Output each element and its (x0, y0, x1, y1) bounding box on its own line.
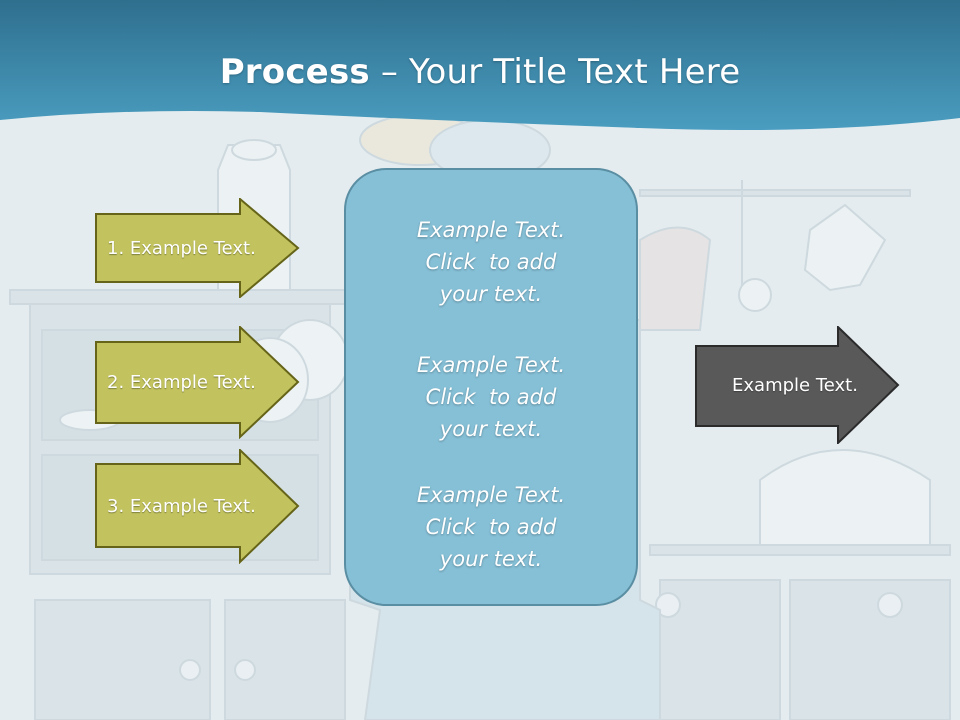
input-arrow-2[interactable]: 2. Example Text. (95, 326, 300, 439)
arrow-shape-icon (695, 326, 900, 444)
title-bold: Process (219, 52, 370, 92)
slide-title: Process – Your Title Text Here (0, 52, 960, 92)
input-arrow-label: 1. Example Text. (107, 237, 256, 259)
process-box[interactable]: Example Text. Click to add your text. Ex… (344, 168, 638, 606)
block-line: Click to add (425, 515, 557, 539)
process-text-block-3[interactable]: Example Text. Click to add your text. (346, 479, 636, 575)
block-line: Example Text. (416, 353, 566, 377)
process-text-block-2[interactable]: Example Text. Click to add your text. (346, 349, 636, 445)
block-line: Example Text. (416, 218, 566, 242)
block-line: Click to add (425, 250, 557, 274)
block-line: Click to add (425, 385, 557, 409)
block-line: your text. (439, 417, 543, 441)
input-arrow-3[interactable]: 3. Example Text. (95, 449, 300, 564)
input-arrow-1[interactable]: 1. Example Text. (95, 198, 300, 298)
output-arrow[interactable]: Example Text. (695, 326, 900, 444)
block-line: Example Text. (416, 483, 566, 507)
output-arrow-label: Example Text. (732, 374, 858, 396)
input-arrow-label: 3. Example Text. (107, 496, 256, 517)
input-arrow-label: 2. Example Text. (107, 372, 256, 393)
arrow-shape-icon (95, 198, 300, 298)
block-line: your text. (439, 282, 543, 306)
arrow-shape-icon (95, 449, 300, 564)
arrow-shape-icon (95, 326, 300, 439)
block-line: your text. (439, 547, 543, 571)
process-text-block-1[interactable]: Example Text. Click to add your text. (346, 214, 636, 310)
title-rest: – Your Title Text Here (369, 52, 741, 92)
